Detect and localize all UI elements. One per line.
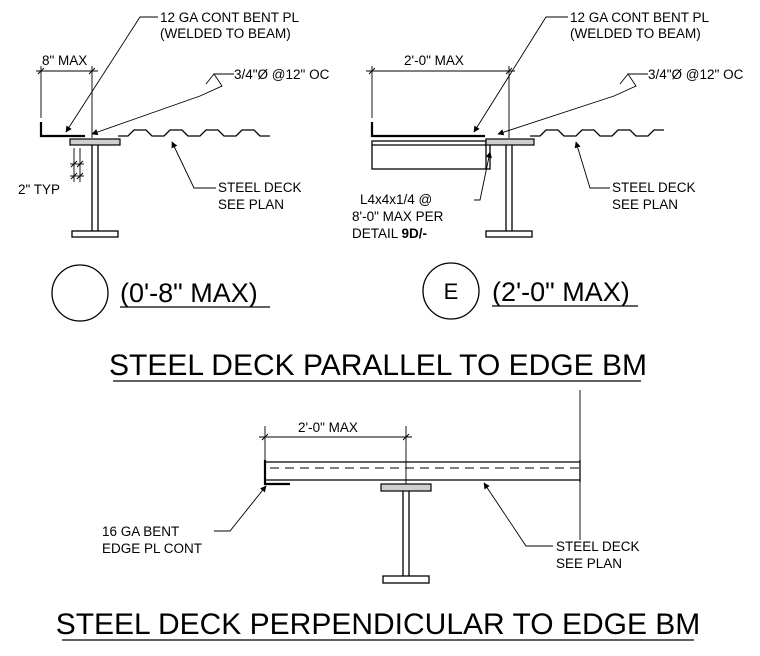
detail-bubble-left	[51, 264, 109, 322]
bent-plate-note-right-2: (WELDED TO BEAM)	[570, 26, 701, 41]
beam-top-flange-bottom	[380, 483, 432, 492]
deck-note-left-1: STEEL DECK	[218, 180, 302, 195]
bent-plate-right	[370, 122, 485, 138]
beam-top-flange-right	[485, 138, 535, 146]
beam-bottom-flange-bottom	[382, 575, 430, 584]
detail-right: 2'-0" MAX 12 GA CONT BENT PL (WELDED TO …	[352, 10, 744, 320]
dim-max-bottom: 2'-0" MAX	[298, 420, 358, 435]
dim-max-right: 2'-0" MAX	[404, 53, 464, 68]
detail-label-left: (0'-8" MAX)	[120, 278, 258, 308]
angle-note-right-3: DETAIL 9D/-	[352, 226, 427, 241]
edge-plate-note-2: EDGE PL CONT	[102, 541, 202, 556]
deck-note-bottom-1: STEEL DECK	[556, 539, 640, 554]
edge-plate-note-1: 16 GA BENT	[102, 524, 179, 539]
beam-bottom-flange-right	[485, 230, 533, 238]
beam-bottom-flange-left	[71, 230, 119, 238]
bent-plate-note-left-1: 12 GA CONT BENT PL	[160, 10, 300, 25]
deck-note-bottom-2: SEE PLAN	[556, 556, 622, 571]
weld-note-right: 3/4"Ø @12" OC	[648, 67, 744, 82]
bent-plate-left	[39, 122, 85, 138]
detail-label-right: (2'-0" MAX)	[492, 277, 630, 307]
detail-left: 8" MAX 12 GA CONT BENT PL (WELDED TO BEA…	[18, 10, 330, 322]
title-parallel: STEEL DECK PARALLEL TO EDGE BM	[109, 349, 647, 382]
deck-note-right-1: STEEL DECK	[612, 180, 696, 195]
deck-note-right-2: SEE PLAN	[612, 197, 678, 212]
weld-note-left: 3/4"Ø @12" OC	[234, 67, 330, 82]
steel-deck-profile-left	[118, 129, 270, 137]
detail-bottom: 2'-0" MAX 16 GA BENT EDGE PL CONT STEEL …	[102, 390, 640, 584]
deck-note-left-2: SEE PLAN	[218, 197, 284, 212]
dim-max-left: 8" MAX	[42, 53, 87, 68]
bent-plate-note-left-2: (WELDED TO BEAM)	[160, 26, 291, 41]
bent-plate-note-right-1: 12 GA CONT BENT PL	[570, 10, 710, 25]
beam-top-flange-left	[69, 138, 121, 146]
typ-note-left: 2" TYP	[18, 182, 60, 197]
angle-note-right-2: 8'-0" MAX PER	[352, 209, 444, 224]
angle-note-right-1: L4x4x1/4 @	[360, 192, 432, 207]
title-perpendicular: STEEL DECK PERPENDICULAR TO EDGE BM	[56, 608, 701, 641]
bubble-mark-right: E	[444, 279, 459, 304]
steel-deck-profile-right	[530, 129, 664, 137]
edge-plate-bottom	[263, 460, 290, 486]
detail-bubble-right	[422, 262, 480, 320]
